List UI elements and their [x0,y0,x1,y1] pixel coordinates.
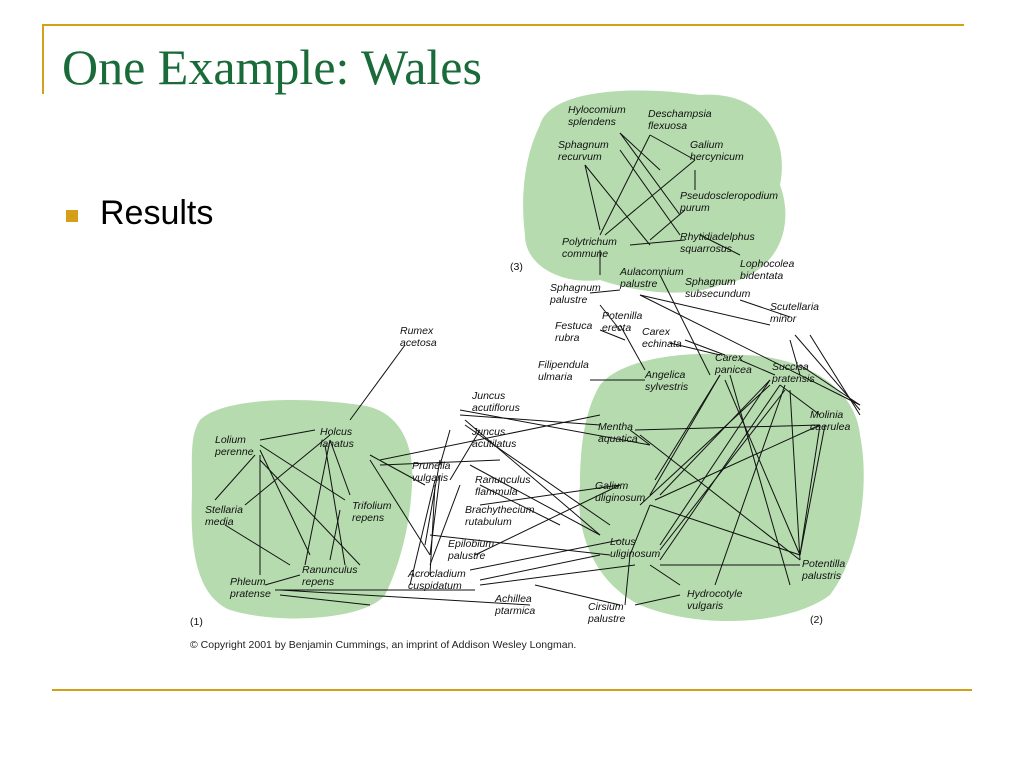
community-blob-1 [191,400,413,619]
network-edges [214,132,861,606]
community-blob-3 [523,90,786,293]
bullet-marker [66,210,78,222]
slide-title: One Example: Wales [62,39,482,95]
bottom-rule [52,689,972,691]
top-rule [42,24,964,26]
left-rule [42,24,44,94]
bullet-text: Results [100,194,214,232]
group-label-1: (1) [190,616,203,628]
copyright-notice: © Copyright 2001 by Benjamin Cummings, a… [190,639,576,651]
group-label-2: (2) [810,614,823,626]
group-label-3: (3) [510,261,523,273]
